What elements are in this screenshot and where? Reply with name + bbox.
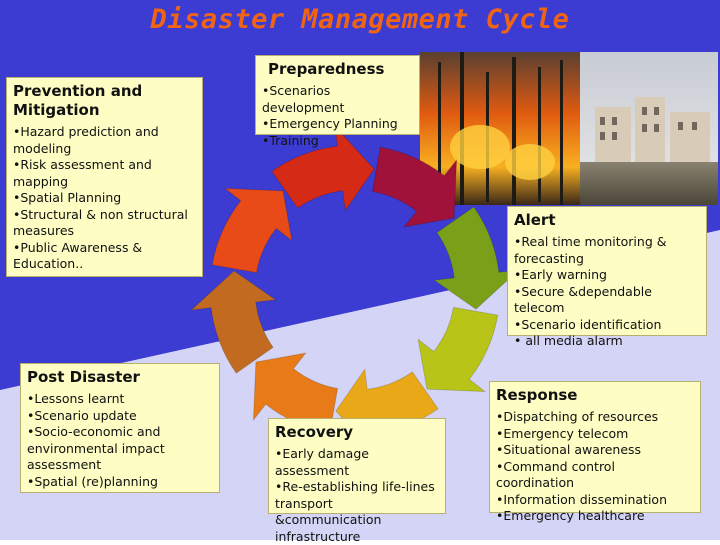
list-item: all media alarm [514,333,700,350]
list-item: Early warning [514,267,700,284]
recovery-box: Recovery Early damage assessment Re-esta… [268,418,446,544]
list-item: Real time monitoring & forecasting [514,234,700,267]
list-item: Command control coordination [496,459,694,492]
list-item: Emergency telecom [496,426,694,443]
post-disaster-heading: Post Disaster [27,368,140,386]
list-item: Dispatching of resources [496,409,694,426]
list-item: Public Awareness & Education.. [13,240,196,273]
response-box: Response Dispatching of resources Emerge… [489,381,701,523]
post-disaster-box: Post Disaster Lessons learnt Scenario up… [20,363,220,493]
list-item: Socio-economic and environmental impact … [27,424,213,474]
list-item: Situational awareness [496,442,694,459]
preparedness-box: Preparedness Scenarios development Emerg… [255,55,420,148]
list-item: Structural & non structural measures [13,207,196,240]
list-item: Emergency healthcare [496,508,694,525]
cycle-arrow-4 [417,306,499,393]
list-item: Information dissemination [496,492,694,509]
list-item: Early damage assessment [275,446,439,479]
cycle-arrow-7 [189,270,277,374]
list-item: Scenario update [27,408,213,425]
list-item: Scenario identification [514,317,700,334]
list-item: Training [262,133,413,150]
cycle-arrow-8 [211,187,293,274]
alert-heading: Alert [514,211,556,229]
cycle-arrow-3 [433,206,521,310]
response-heading: Response [496,386,578,404]
alert-box: Alert Real time monitoring & forecasting… [507,206,707,348]
list-item: Scenarios development [262,83,413,116]
prevention-heading: Prevention and Mitigation [13,82,143,119]
recovery-heading: Recovery [275,423,354,441]
list-item: Secure &dependable telecom [514,284,700,317]
disaster-photo [420,52,718,205]
list-item: Spatial Planning [13,190,196,207]
prevention-mitigation-box: Prevention and Mitigation Hazard predict… [6,77,203,277]
cycle-arrow-2 [371,146,458,228]
list-item: Hazard prediction and modeling [13,124,196,157]
list-item: Risk assessment and mapping [13,157,196,190]
list-item: Spatial (re)planning [27,474,213,491]
list-item: Emergency Planning [262,116,413,133]
list-item: Lessons learnt [27,391,213,408]
preparedness-heading: Preparedness [268,60,385,78]
list-item: Re-establishing life-lines transport &co… [275,479,439,545]
page-title: Disaster Management Cycle [150,4,570,35]
